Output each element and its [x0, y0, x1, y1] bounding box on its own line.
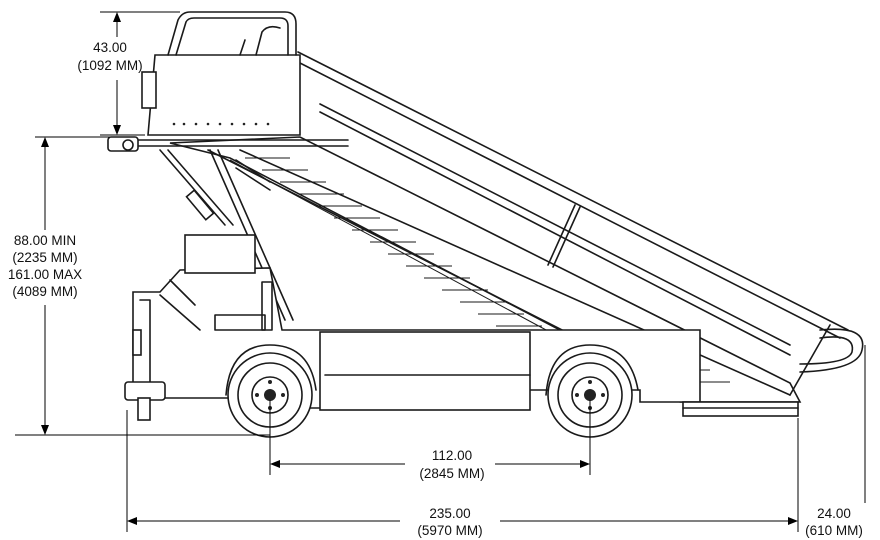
top-platform	[107, 11, 349, 152]
dim-wheelbase-label-bg	[405, 446, 495, 486]
dimension-platform-elevation	[15, 136, 270, 436]
dimension-platform-height	[100, 11, 180, 136]
dim-elevation-min-metric: (2235 MM)	[12, 250, 77, 265]
dim-wheelbase-value: 112.00	[432, 448, 472, 463]
stair-steps	[245, 157, 730, 383]
stair-truck	[107, 11, 864, 438]
dim-rear-overhang-metric: (610 MM)	[805, 523, 863, 538]
dim-rear-overhang-value: 24.00	[817, 506, 851, 521]
dim-platform-height-metric: (1092 MM)	[77, 58, 142, 73]
dim-overall-length-metric: (5970 MM)	[417, 523, 482, 538]
dim-length-label-bg	[400, 503, 500, 540]
dim-elevation-max: 161.00 MAX	[8, 267, 82, 282]
dim-elevation-max-metric: (4089 MM)	[12, 284, 77, 299]
dim-overhang-label-bg	[800, 503, 870, 540]
handrail	[297, 51, 864, 396]
dim-elevation-min: 88.00 MIN	[14, 233, 76, 248]
platform-rivets	[172, 122, 270, 126]
dim-platform-height-value: 43.00	[93, 40, 127, 55]
dim-overall-length-value: 235.00	[429, 506, 470, 521]
dim-wheelbase-metric: (2845 MM)	[419, 466, 484, 481]
